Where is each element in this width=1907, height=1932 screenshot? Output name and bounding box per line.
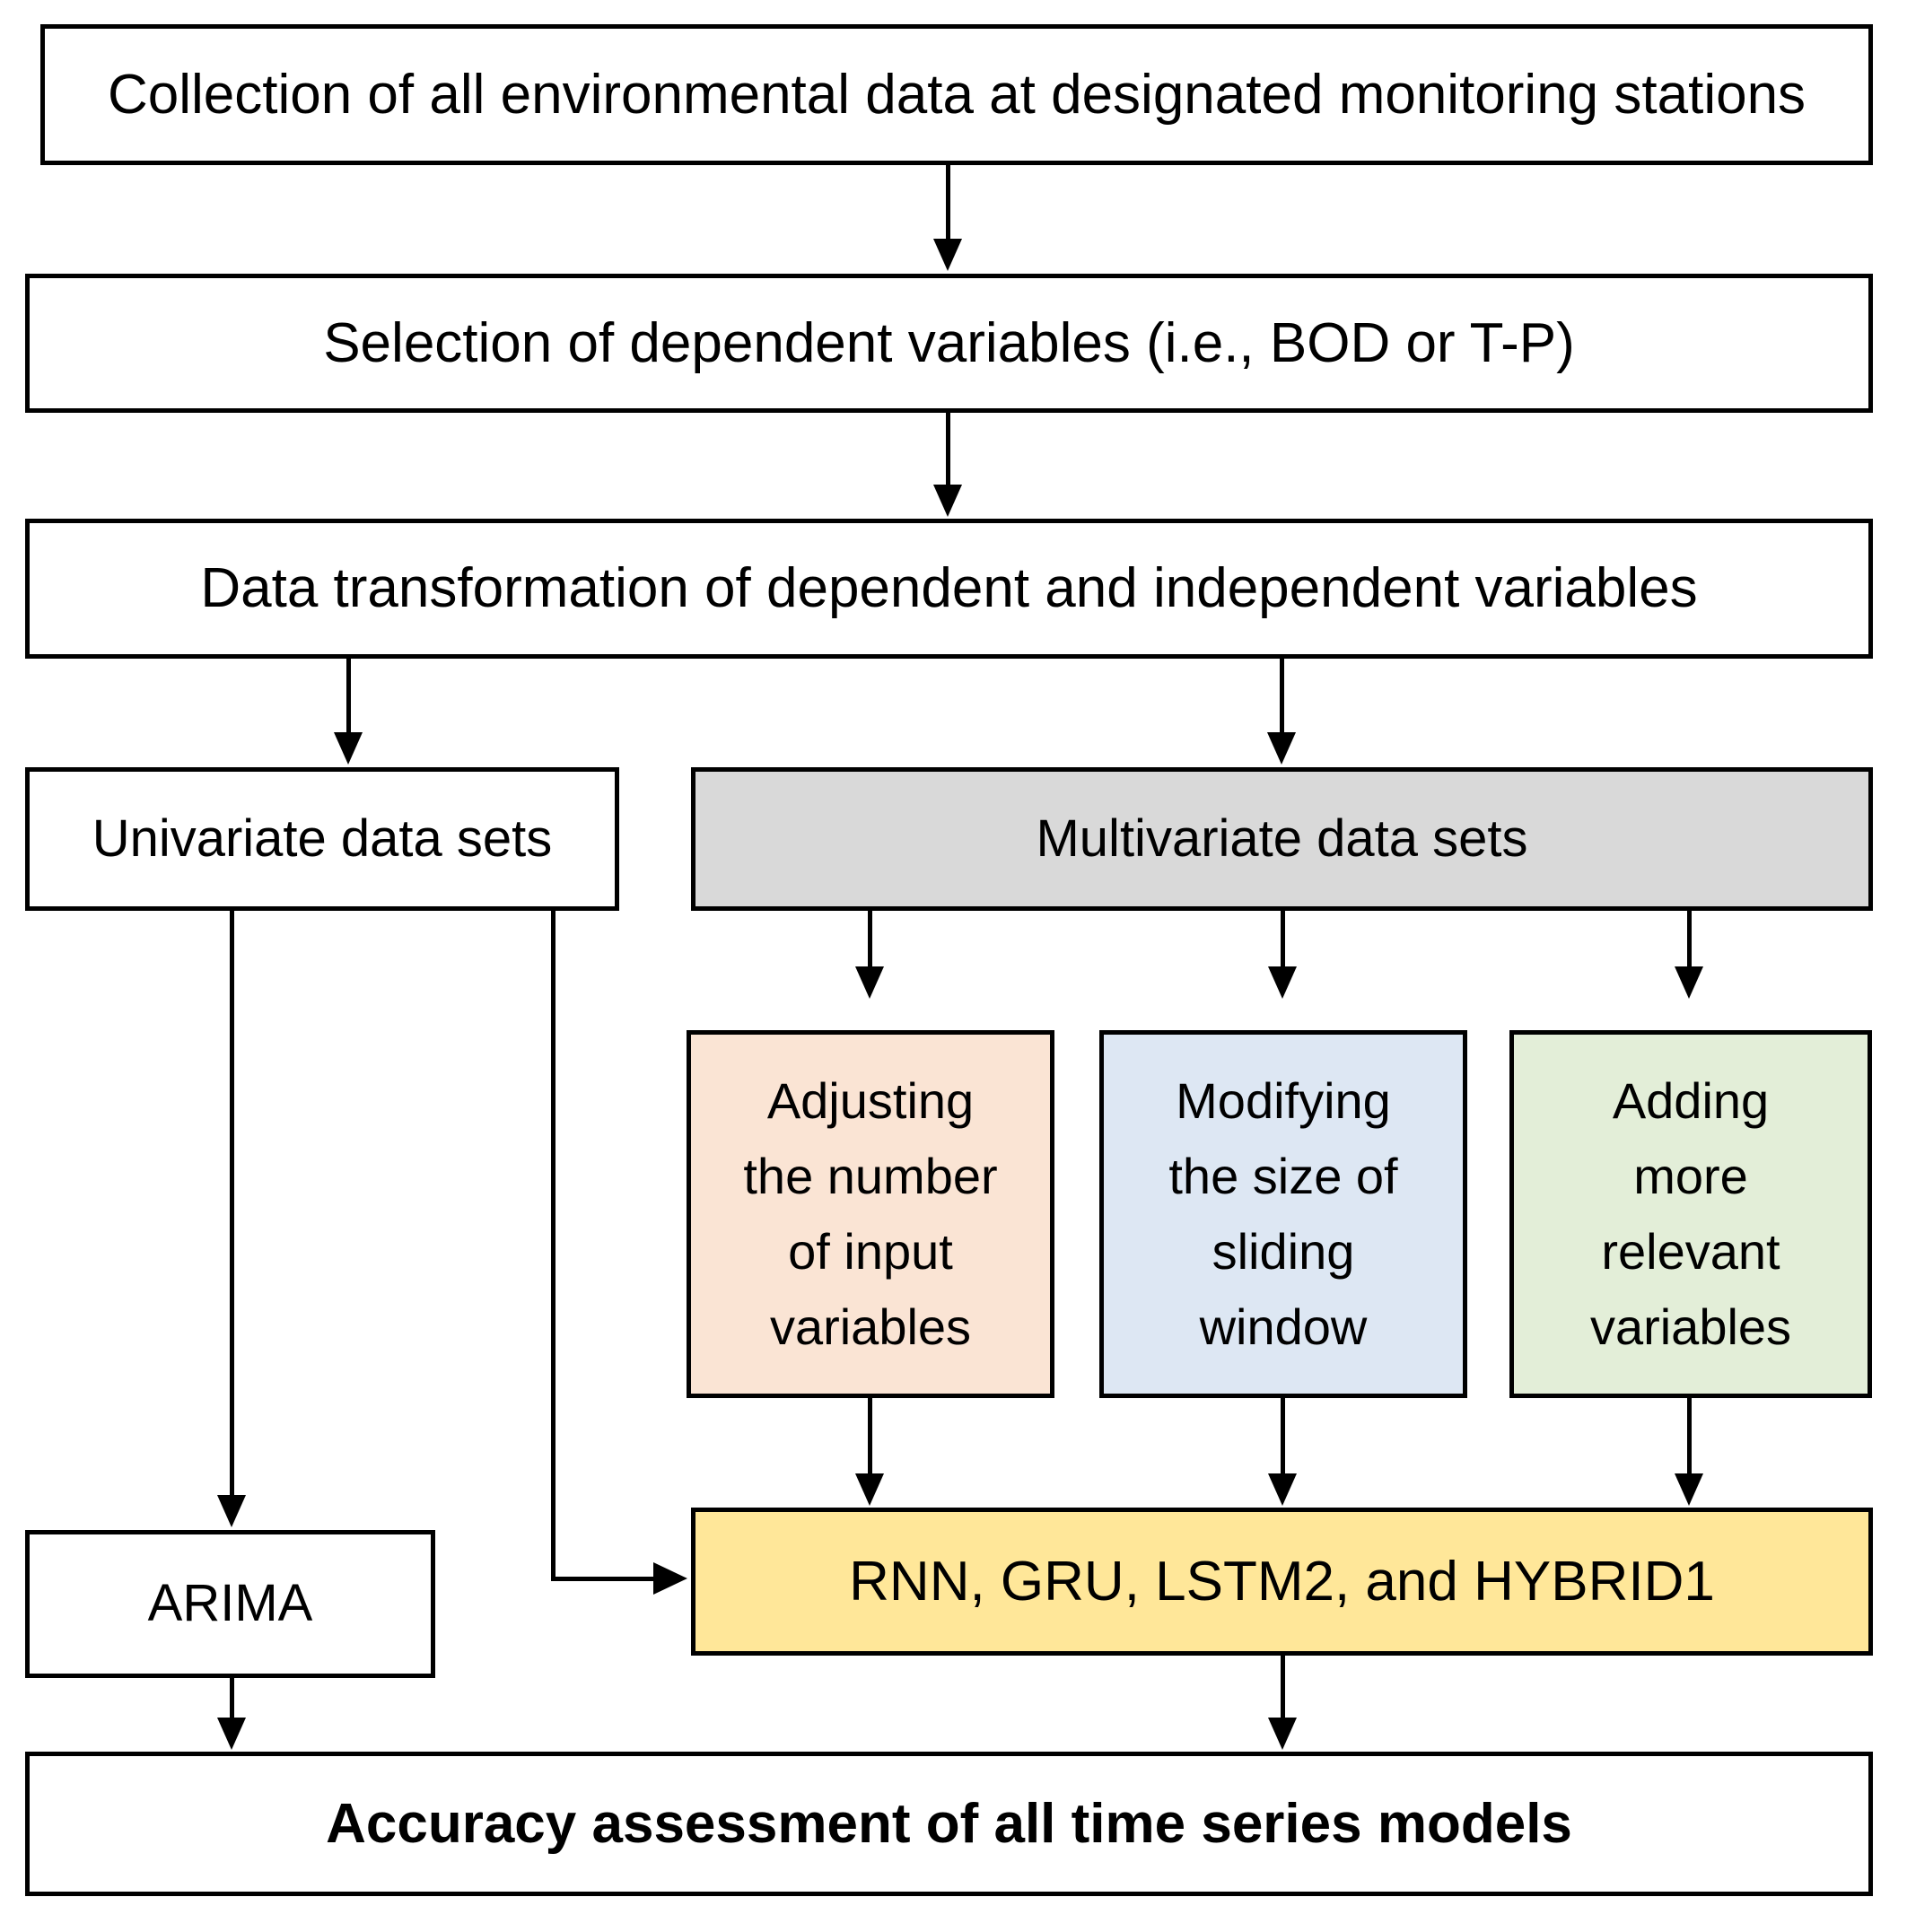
arrowhead-selection-to-transformation (933, 485, 962, 517)
node-selection[interactable]: Selection of dependent variables (i.e., … (25, 274, 1873, 413)
edge-adjusting-to-models (868, 1398, 872, 1477)
arrowhead-adjusting-to-models (855, 1473, 884, 1506)
arrowhead-multivariate-to-adding (1675, 966, 1703, 999)
node-data-transformation-label: Data transformation of dependent and ind… (200, 557, 1698, 620)
edge-adding-to-models (1687, 1398, 1692, 1477)
edge-multivariate-to-modifying (1281, 911, 1285, 970)
node-multivariate-data-sets[interactable]: Multivariate data sets (691, 767, 1873, 911)
arrowhead-collection-to-selection (933, 239, 962, 271)
arrowhead-adding-to-models (1675, 1473, 1703, 1506)
edge-univariate-to-arima (230, 911, 234, 1499)
arrowhead-models-to-accuracy (1268, 1718, 1297, 1750)
node-collection-label: Collection of all environmental data at … (107, 63, 1806, 126)
arrowhead-transformation-to-multivariate (1267, 732, 1296, 765)
node-accuracy-assessment-label: Accuracy assessment of all time series m… (326, 1792, 1572, 1855)
edge-univariate-to-models-horizontal (551, 1577, 669, 1581)
edge-modifying-to-models (1281, 1398, 1285, 1477)
node-deep-learning-models-label: RNN, GRU, LSTM2, and HYBRID1 (849, 1550, 1715, 1613)
edge-transformation-to-multivariate (1280, 659, 1284, 736)
node-univariate-data-sets[interactable]: Univariate data sets (25, 767, 619, 911)
edge-models-to-accuracy (1281, 1656, 1285, 1723)
arrowhead-univariate-to-arima (217, 1495, 246, 1527)
arrowhead-multivariate-to-adjusting (855, 966, 884, 999)
edge-selection-to-transformation (946, 413, 950, 488)
edge-transformation-to-univariate (346, 659, 351, 736)
edge-collection-to-selection (946, 165, 950, 242)
node-collection[interactable]: Collection of all environmental data at … (40, 24, 1873, 165)
node-deep-learning-models[interactable]: RNN, GRU, LSTM2, and HYBRID1 (691, 1508, 1873, 1656)
node-accuracy-assessment[interactable]: Accuracy assessment of all time series m… (25, 1752, 1873, 1896)
arrowhead-arima-to-accuracy (217, 1718, 246, 1750)
node-multivariate-data-sets-label: Multivariate data sets (1036, 809, 1528, 868)
edge-univariate-to-models-vertical (551, 911, 555, 1579)
node-selection-label: Selection of dependent variables (i.e., … (323, 311, 1575, 374)
node-arima-label: ARIMA (147, 1574, 313, 1633)
edge-arima-to-accuracy (230, 1678, 234, 1723)
arrowhead-univariate-to-models (653, 1562, 687, 1595)
arrowhead-multivariate-to-modifying (1268, 966, 1297, 999)
node-data-transformation[interactable]: Data transformation of dependent and ind… (25, 519, 1873, 659)
node-arima[interactable]: ARIMA (25, 1530, 435, 1678)
edge-multivariate-to-adjusting (868, 911, 872, 970)
arrowhead-transformation-to-univariate (334, 732, 363, 765)
arrowhead-modifying-to-models (1268, 1473, 1297, 1506)
edge-multivariate-to-adding (1687, 911, 1692, 970)
node-univariate-data-sets-label: Univariate data sets (92, 809, 553, 868)
